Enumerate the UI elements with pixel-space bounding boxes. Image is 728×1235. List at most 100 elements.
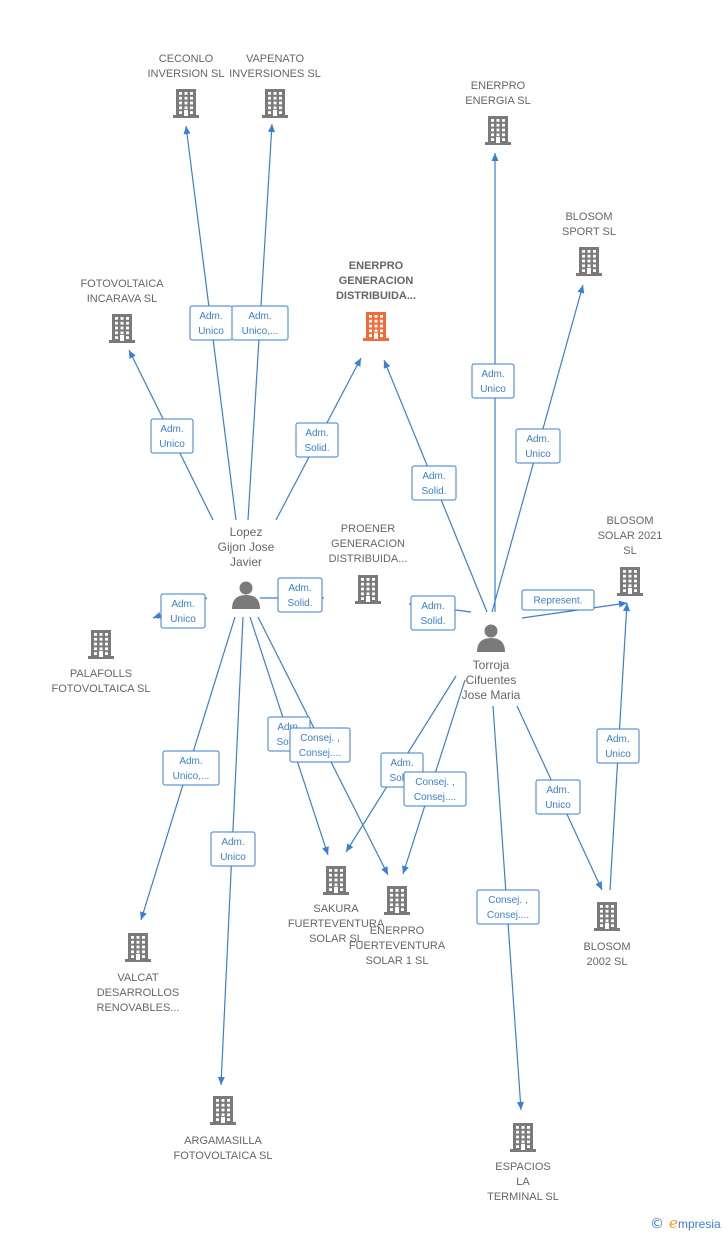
- company-name: GENERACION: [331, 538, 405, 550]
- relation-label-r7[interactable]: Adm.Unico,...: [162, 750, 220, 786]
- relation-label-r11[interactable]: Adm.Unico: [471, 363, 515, 399]
- relation-label-r5[interactable]: Adm. Solid.: [277, 577, 323, 613]
- company-name: DISTRIBUIDA...: [336, 290, 416, 302]
- relation-label-r12[interactable]: Adm. Solid.: [411, 465, 457, 501]
- company-name: BLOSOM: [606, 515, 653, 527]
- company-name: SL: [623, 545, 636, 557]
- arrowhead: [516, 1101, 524, 1110]
- relation-box: [410, 595, 456, 631]
- relation-label-r15[interactable]: Adm.Solid.: [410, 595, 456, 631]
- relation-text: Unico: [480, 384, 506, 395]
- building-icon: [210, 1096, 236, 1125]
- relation-box: [476, 889, 540, 925]
- relation-text: Adm.: [221, 837, 244, 848]
- relation-text: Unico,...: [173, 771, 210, 782]
- building-icon: [617, 567, 643, 596]
- building-icon: [262, 89, 288, 118]
- relation-label-r18[interactable]: Consej. ,Consej....: [403, 771, 467, 807]
- company-name: DESARROLLOS: [97, 987, 180, 999]
- relation-text: Consej....: [487, 910, 529, 921]
- relation-label-r6[interactable]: Adm.Unico: [160, 593, 206, 629]
- company-name: FOTOVOLTAICA SL: [51, 683, 150, 695]
- arrowhead: [153, 611, 162, 619]
- relation-text: Solid.: [389, 773, 414, 784]
- arrowhead: [383, 360, 391, 369]
- company-node-enerpro-generacion[interactable]: ENERPROGENERACIONDISTRIBUIDA...: [336, 260, 416, 341]
- arrowhead: [140, 911, 147, 920]
- relation-text: Consej....: [414, 792, 456, 803]
- relation-box: [162, 750, 220, 786]
- relation-text: Solid.: [421, 486, 446, 497]
- relation-text: Solid.: [287, 598, 312, 609]
- relation-label-r2[interactable]: Adm.Unico,...: [231, 305, 289, 341]
- relation-box: [289, 727, 351, 763]
- building-icon: [485, 116, 511, 145]
- building-icon: [109, 314, 135, 343]
- relation-text: Unico: [220, 852, 246, 863]
- relation-text: Unico: [545, 800, 571, 811]
- relation-label-r13[interactable]: Adm.Unico: [515, 428, 561, 464]
- relation-label-r3[interactable]: Adm.Unico: [150, 418, 194, 454]
- company-node-blosom-2002[interactable]: BLOSOM 2002 SL: [583, 902, 631, 968]
- arrowhead: [402, 865, 409, 874]
- relation-label-r4[interactable]: Adm.Solid.: [295, 422, 339, 458]
- company-name: FUERTEVENTURA: [349, 940, 446, 952]
- company-name: CECONLO: [159, 53, 214, 65]
- relation-text: Adm.: [248, 311, 271, 322]
- company-name: INVERSION SL: [147, 68, 224, 80]
- relation-box: [535, 779, 581, 815]
- relation-box: [210, 831, 256, 867]
- company-name: BLOSOM: [583, 941, 630, 953]
- company-name: SOLAR 2021: [598, 530, 663, 542]
- company-node-ceconlo[interactable]: CECONLO INVERSION SL: [147, 53, 225, 118]
- company-name: FUERTEVENTURA: [288, 918, 385, 930]
- relation-label-r20[interactable]: Adm.Unico: [596, 728, 640, 764]
- company-node-valcat[interactable]: VALCATDESARROLLOSRENOVABLES...: [97, 933, 180, 1014]
- relation-text: Unico: [605, 749, 631, 760]
- company-name: FOTOVOLTAICA SL: [173, 1150, 272, 1162]
- relation-text: Consej. ,: [488, 895, 527, 906]
- relation-text: Adm.: [422, 471, 445, 482]
- relation-box: [521, 589, 595, 611]
- arrowhead: [623, 603, 631, 612]
- relation-label-r16[interactable]: Represent.: [521, 589, 595, 611]
- relation-label-r21[interactable]: Consej. , Consej....: [476, 889, 540, 925]
- person-name: Javier: [230, 555, 262, 569]
- company-name: DISTRIBUIDA...: [329, 553, 408, 565]
- company-node-proener[interactable]: PROENERGENERACIONDISTRIBUIDA...: [329, 523, 408, 604]
- relation-text: Adm.: [171, 599, 194, 610]
- building-icon: [125, 933, 151, 962]
- relation-box: [150, 418, 194, 454]
- relation-box: [411, 465, 457, 501]
- building-icon: [363, 312, 389, 341]
- company-name: ENERPRO: [370, 925, 425, 937]
- relation-box: [596, 728, 640, 764]
- relation-text: Solid.: [276, 737, 301, 748]
- person-name: Cifuentes: [466, 673, 517, 687]
- relation-box: [515, 428, 561, 464]
- relation-label-r19[interactable]: Adm.Unico: [535, 779, 581, 815]
- person-name: Gijon Jose: [218, 540, 275, 554]
- relation-label-r1[interactable]: Adm.Unico: [189, 305, 233, 341]
- relation-text: Adm.: [288, 583, 311, 594]
- company-name: INVERSIONES SL: [229, 68, 321, 80]
- relation-label-r9[interactable]: Consej. ,Consej....: [289, 727, 351, 763]
- copyright-symbol: ©: [650, 1216, 664, 1232]
- company-name: 2002 SL: [587, 956, 628, 968]
- relation-label-r10[interactable]: Adm. Unico: [210, 831, 256, 867]
- company-name: LA: [516, 1176, 530, 1188]
- company-name: ENERPRO: [471, 80, 526, 92]
- arrowhead: [618, 600, 627, 608]
